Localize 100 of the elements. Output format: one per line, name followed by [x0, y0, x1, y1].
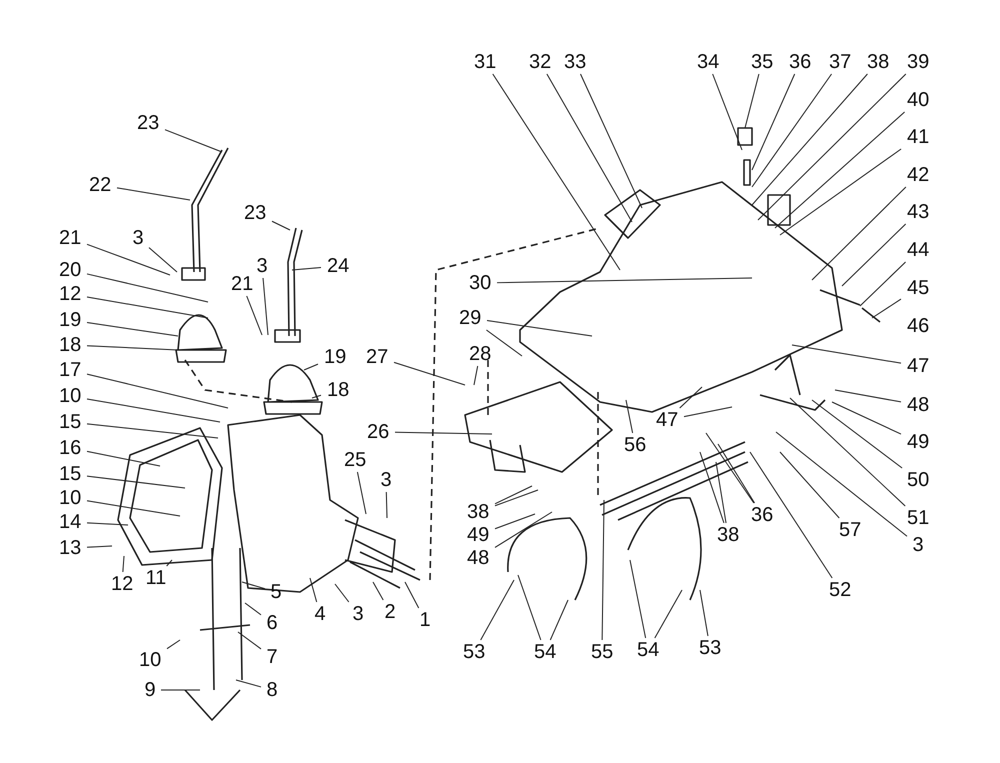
leader-line — [262, 278, 268, 336]
callout-number: 10 — [59, 488, 82, 508]
leader-line — [486, 320, 592, 336]
leader-line — [776, 432, 908, 537]
leader-line — [654, 590, 682, 638]
callout-number: 15 — [59, 412, 82, 432]
leader-line — [238, 632, 262, 650]
leader-line — [356, 472, 366, 514]
callout-number: 36 — [751, 505, 774, 525]
leader-line — [602, 500, 604, 640]
leader-line — [494, 490, 538, 506]
callout-number: 48 — [467, 548, 490, 568]
callout-number: 23 — [244, 203, 266, 223]
callout-number: 4 — [314, 604, 326, 624]
leader-line — [626, 400, 634, 434]
callout-number: 3 — [352, 604, 364, 624]
callout-number: 52 — [829, 580, 852, 600]
leader-line — [236, 680, 262, 688]
callout-number: 54 — [637, 640, 660, 660]
leader-line — [860, 262, 906, 306]
callout-number: 13 — [59, 538, 82, 558]
callout-number: 47 — [656, 410, 678, 430]
callout-number: 28 — [469, 344, 492, 364]
callout-number: 21 — [231, 274, 254, 294]
callout-number: 3 — [380, 470, 392, 490]
callout-number: 53 — [463, 642, 486, 662]
leader-line — [752, 74, 868, 206]
callout-number: 12 — [59, 284, 82, 304]
leader-line — [494, 512, 552, 548]
leader-line — [334, 584, 350, 602]
callout-number: 38 — [717, 525, 740, 545]
leader-line — [312, 394, 322, 398]
leader-line — [394, 362, 466, 386]
callout-number: 39 — [907, 52, 930, 72]
leader-line — [780, 148, 902, 236]
callout-number: 50 — [907, 470, 930, 490]
callout-number: 34 — [697, 52, 720, 72]
leader-line — [750, 452, 833, 578]
leader-line — [394, 432, 492, 434]
leader-line — [712, 74, 742, 150]
leader-line — [86, 322, 178, 336]
callout-number: 10 — [139, 650, 162, 670]
callout-number: 23 — [137, 113, 160, 133]
leader-line — [244, 602, 262, 616]
callout-number: 12 — [111, 574, 134, 594]
leader-line — [752, 74, 796, 170]
leader-line — [494, 514, 536, 530]
callout-number: 19 — [59, 310, 82, 330]
leader-line — [86, 476, 186, 488]
callout-number: 16 — [59, 438, 82, 458]
callout-number: 51 — [907, 508, 930, 528]
leader-line — [246, 296, 262, 336]
callout-number: 25 — [344, 450, 366, 470]
callout-number: 57 — [839, 520, 862, 540]
callout-number: 55 — [591, 642, 614, 662]
callout-number: 21 — [59, 228, 82, 248]
leader-line — [774, 112, 906, 228]
callout-number: 49 — [907, 432, 930, 452]
leader-line — [492, 74, 620, 270]
leader-line — [780, 452, 840, 518]
callout-number: 32 — [529, 52, 552, 72]
callout-number: 31 — [474, 52, 496, 72]
leader-line — [86, 374, 228, 408]
callout-number: 9 — [144, 680, 156, 700]
callout-number: 41 — [907, 127, 930, 147]
leader-line — [790, 398, 906, 506]
leader-line — [310, 578, 318, 602]
leader-line — [832, 402, 902, 435]
leader-line — [272, 220, 290, 230]
leader-line — [496, 278, 752, 284]
callout-number: 2 — [384, 602, 396, 622]
leader-line — [842, 224, 906, 286]
callout-number: 48 — [907, 395, 930, 415]
leader-line — [474, 366, 478, 386]
leader-line — [812, 400, 903, 468]
leader-line — [148, 247, 178, 272]
callout-number: 38 — [467, 502, 490, 522]
leader-line — [386, 492, 388, 518]
leader-line — [372, 582, 384, 600]
leader-line — [679, 386, 702, 408]
callout-number: 37 — [829, 52, 852, 72]
callout-number: 26 — [367, 422, 390, 442]
leader-line — [700, 590, 708, 636]
callout-number: 47 — [907, 356, 930, 376]
leader-line — [718, 444, 756, 504]
leader-line — [700, 452, 724, 524]
leader-line — [116, 187, 190, 200]
callout-number: 15 — [59, 464, 82, 484]
leader-line — [164, 129, 222, 152]
callout-number: 17 — [59, 360, 82, 380]
leader-line — [494, 486, 532, 504]
leader-line — [86, 296, 208, 318]
callout-number: 18 — [59, 335, 82, 355]
callout-number: 3 — [132, 228, 144, 248]
callout-number: 42 — [907, 165, 930, 185]
callout-number: 33 — [564, 52, 586, 72]
leader-line — [872, 298, 902, 318]
callout-number: 36 — [789, 52, 812, 72]
leader-line — [122, 556, 124, 572]
leader-line — [404, 582, 420, 608]
